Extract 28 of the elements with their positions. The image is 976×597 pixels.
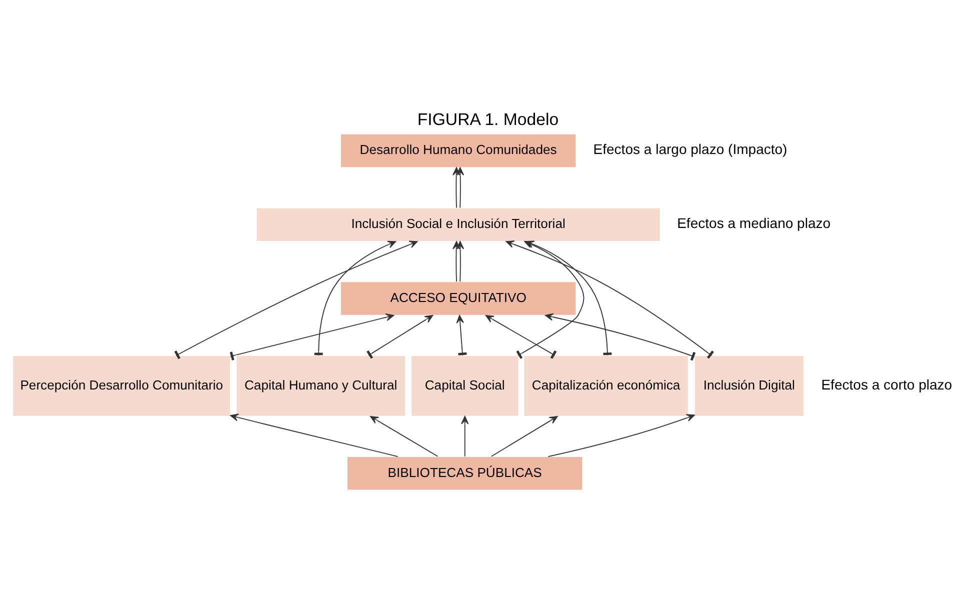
label: Efectos a mediano plazo xyxy=(677,214,831,230)
node-box: Percepción Desarrollo Comunitario xyxy=(12,354,232,416)
arrow xyxy=(370,415,438,456)
arrow xyxy=(314,240,396,356)
node-box: Inclusión Social e Inclusión Territorial xyxy=(256,206,661,242)
arrow xyxy=(548,414,695,457)
arrow xyxy=(366,314,434,358)
arrow xyxy=(230,413,398,457)
node-box: BIBLIOTECAS PÚBLICAS xyxy=(346,456,584,490)
diagram-title: FIGURA 1. Modelo xyxy=(417,109,559,128)
arrow xyxy=(456,240,464,282)
label: Efectos a corto plazo xyxy=(821,376,952,392)
arrow xyxy=(485,314,557,358)
arrow xyxy=(456,314,467,356)
arrow xyxy=(490,415,558,456)
arrow xyxy=(174,240,418,359)
node-box: Capitalización económica xyxy=(523,354,689,416)
arrow xyxy=(526,240,612,356)
arrow xyxy=(461,415,469,456)
node-box: Capital Humano y Cultural xyxy=(236,354,406,416)
label: Efectos a largo plazo (Impacto) xyxy=(593,140,788,157)
arrow xyxy=(230,312,394,360)
node-box: Desarrollo Humano Comunidades xyxy=(340,132,577,168)
node-box: ACCESO EQUITATIVO xyxy=(340,280,577,316)
arrow xyxy=(456,166,464,208)
node-box: Capital Social xyxy=(410,354,520,416)
node-box: Inclusión Digital xyxy=(694,354,804,416)
arrow xyxy=(544,312,696,360)
